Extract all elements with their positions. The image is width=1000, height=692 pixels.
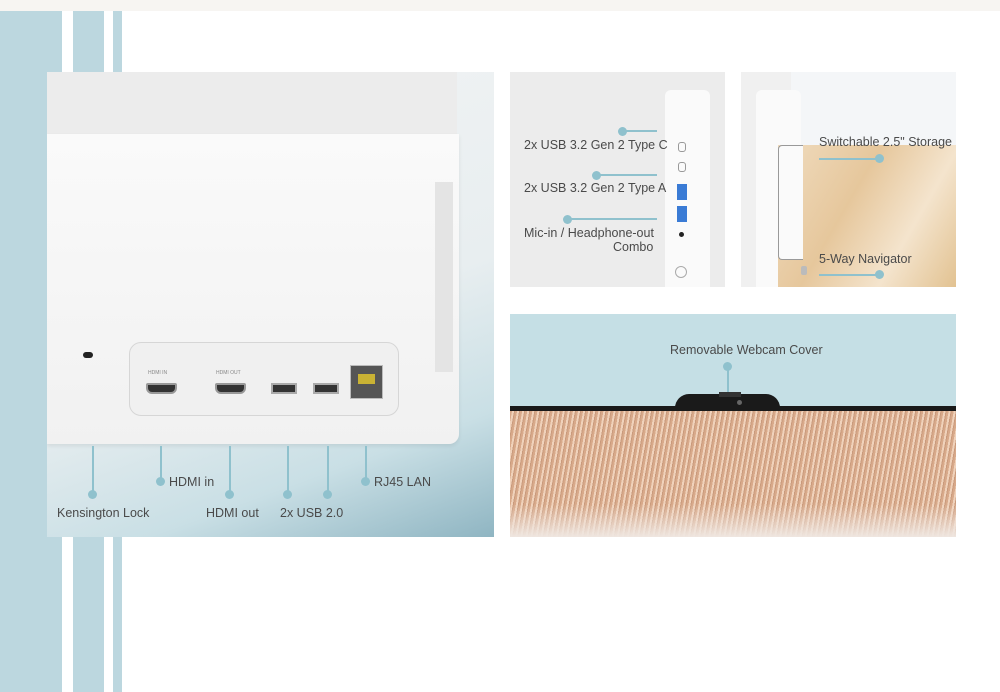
callout-line — [327, 446, 329, 494]
callout-dot — [723, 362, 732, 371]
storage-panel: Switchable 2.5" Storage 5-Way Navigator — [741, 72, 956, 287]
decor-shape — [678, 142, 686, 152]
hdmi-in-port-label: HDMI IN — [148, 370, 168, 376]
webcam-panel: Removable Webcam Cover — [510, 314, 956, 537]
navigator-label: 5-Way Navigator — [819, 252, 912, 266]
callout-dot — [156, 477, 165, 486]
decor-shape — [679, 232, 684, 237]
monitor-top-bezel — [510, 406, 956, 411]
hdmi-in-port-icon — [146, 383, 177, 394]
callout-dot — [283, 490, 292, 499]
usb-c-label: 2x USB 3.2 Gen 2 Type C — [524, 138, 668, 152]
storage-label: Switchable 2.5" Storage — [819, 135, 952, 149]
decor-shape — [778, 145, 803, 260]
hdmi-out-label: HDMI out — [206, 506, 259, 520]
monitor-side — [665, 90, 710, 287]
hdmi-out-port-icon — [215, 383, 246, 394]
usb-port-icon — [271, 383, 297, 394]
callout-line — [819, 158, 877, 160]
decor-shape — [737, 400, 742, 405]
decor-shape — [677, 206, 687, 222]
callout-line — [160, 446, 162, 482]
hdmi-out-port-label: HDMI OUT — [216, 370, 241, 376]
webcam-icon — [675, 392, 780, 408]
callout-dot — [88, 490, 97, 499]
port-bay: HDMI IN HDMI OUT — [129, 342, 399, 416]
webcam-cover-label: Removable Webcam Cover — [670, 343, 823, 357]
decor-shape — [678, 162, 686, 172]
side-edge — [435, 182, 453, 372]
callout-line — [567, 218, 657, 220]
callout-dot — [361, 477, 370, 486]
hdmi-in-label: HDMI in — [169, 475, 215, 489]
callout-dot — [323, 490, 332, 499]
audio-label-line1: Mic-in / Headphone-out — [524, 226, 654, 240]
decor-shape — [510, 504, 956, 537]
wallpaper — [778, 145, 956, 287]
rj45-port-icon — [350, 365, 383, 399]
audio-label-line2: Combo — [613, 240, 654, 254]
callout-dot — [875, 270, 884, 279]
decor-shape — [719, 392, 741, 397]
callout-line — [727, 366, 729, 392]
kensington-slot-icon — [83, 352, 93, 358]
monitor-top — [47, 72, 457, 134]
monitor-back: HDMI IN HDMI OUT — [47, 134, 459, 444]
power-icon — [675, 266, 687, 278]
top-bar — [0, 0, 1000, 11]
usb-a-label: 2x USB 3.2 Gen 2 Type A — [524, 181, 667, 195]
usb-2-label: 2x USB 2.0 — [280, 506, 344, 520]
navigator-icon — [801, 266, 807, 275]
callout-line — [365, 446, 367, 482]
callout-line — [287, 446, 289, 494]
callout-dot — [225, 490, 234, 499]
callout-line — [622, 130, 657, 132]
callout-line — [92, 446, 94, 494]
callout-line — [229, 446, 231, 494]
rj45-lan-label: RJ45 LAN — [374, 475, 431, 489]
callout-dot — [875, 154, 884, 163]
side-ports-panel: 2x USB 3.2 Gen 2 Type C 2x USB 3.2 Gen 2… — [510, 72, 725, 287]
kensington-lock-label: Kensington Lock — [57, 506, 150, 520]
rear-ports-panel: HDMI IN HDMI OUT Kensington Lock HDMI in… — [47, 72, 494, 537]
decor-shape — [677, 184, 687, 200]
usb-port-icon — [313, 383, 339, 394]
callout-line — [819, 274, 877, 276]
callout-line — [596, 174, 657, 176]
